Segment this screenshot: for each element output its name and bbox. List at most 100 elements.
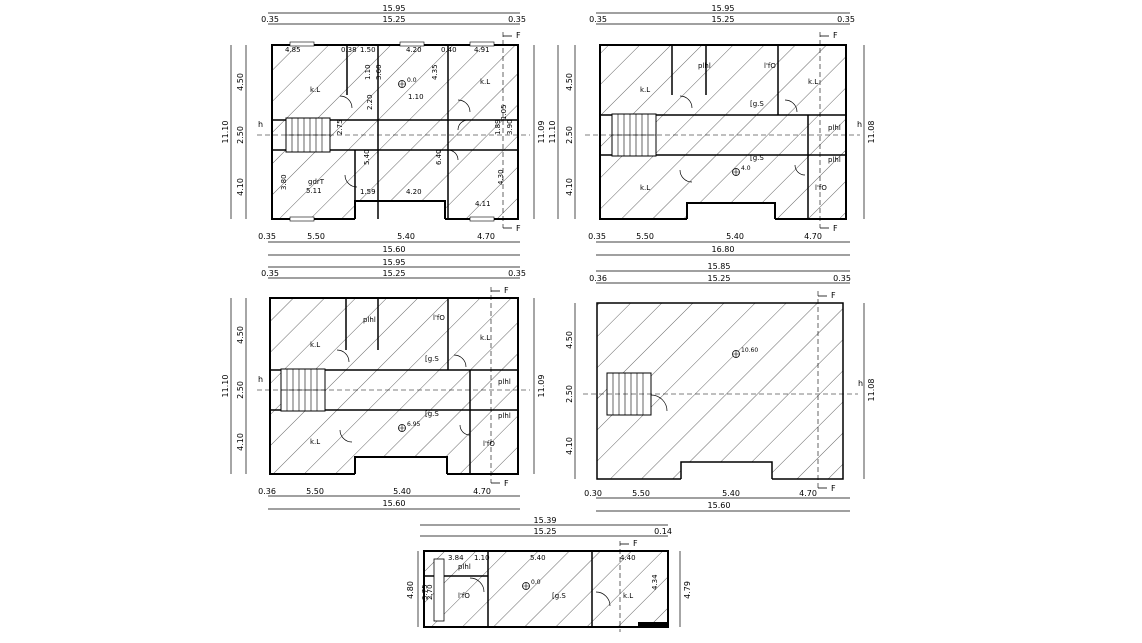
p1-label-5: 4.20 xyxy=(406,188,422,196)
p1-left-dim-1: 4.50 xyxy=(236,73,245,91)
p1-inner-top-4: 4.20 xyxy=(406,46,422,54)
p2-bottom-seg-3: 5.40 xyxy=(726,232,744,241)
p1-inner-top-3: 1.50 xyxy=(360,46,376,54)
p1-bottom-seg-4: 4.70 xyxy=(477,232,495,241)
p3-left-total: 11.10 xyxy=(221,375,230,398)
p4-top-left: 0.36 xyxy=(589,274,607,283)
p3-room-9: plhl xyxy=(498,412,511,420)
p1-label-17: 3.90 xyxy=(506,119,514,135)
p3-room-8: plhl xyxy=(498,378,511,386)
p2-room-1: k.L xyxy=(640,86,650,94)
p1-label-4: 5.40 xyxy=(363,149,371,165)
p2-room-6: [g.S xyxy=(750,100,764,108)
p3-room-10: l'fO xyxy=(483,440,495,448)
p2-section-mark-top: F xyxy=(833,31,838,40)
p4-left-dim-3: 4.10 xyxy=(565,437,574,455)
p3-room-7: [g.S xyxy=(425,410,439,418)
p1-label-15: 1.89 xyxy=(494,119,502,135)
p5-top-total: 15.39 xyxy=(534,516,557,525)
p1-label-13: 1.10 xyxy=(364,64,372,80)
p5-room-2: l'fO xyxy=(458,592,470,600)
p3-top-left: 0.35 xyxy=(261,269,279,278)
p4-left-dim-2: 2.50 xyxy=(565,385,574,403)
p5-room-4: k.L xyxy=(623,592,633,600)
p3-top-right: 0.35 xyxy=(508,269,526,278)
p1-room-3: gdrT xyxy=(308,178,325,186)
p4-bottom-seg-2: 5.50 xyxy=(632,489,650,498)
p4-right-total: 11.08 xyxy=(867,379,876,402)
p5-top-mid: 15.25 xyxy=(534,527,557,536)
p2-room-3: k.L xyxy=(808,78,818,86)
p2-right-total: 11.08 xyxy=(867,121,876,144)
p3-left-dim-2: 2.50 xyxy=(236,381,245,399)
p3-room-4: plhl xyxy=(363,316,376,324)
p5-label-3: 3.75 xyxy=(421,584,429,600)
plan-first-floor: 15.95 0.35 15.25 0.35 F F h k.L k.L k.L xyxy=(548,4,876,256)
p1-top-total: 15.95 xyxy=(383,4,406,13)
p4-left-dim-1: 4.50 xyxy=(565,331,574,349)
p3-section-mark-top: F xyxy=(504,286,509,295)
p2-left-dim-3: 4.10 xyxy=(565,178,574,196)
p1-section-mark-bottom: F xyxy=(516,224,521,233)
p1-bottom-total: 15.60 xyxy=(383,245,406,254)
p2-stair-mark: h xyxy=(857,120,862,129)
p3-bottom-seg-3: 5.40 xyxy=(393,487,411,496)
p1-label-11: 3.60 xyxy=(375,64,383,80)
p5-top-right: 0.14 xyxy=(654,527,672,536)
p2-bottom-seg-2: 5.50 xyxy=(636,232,654,241)
p1-left-total: 11.10 xyxy=(221,121,230,144)
p1-inner-top-5: 0.40 xyxy=(441,46,457,54)
p1-right-total: 11.09 xyxy=(537,121,546,144)
p1-section-mark-top: F xyxy=(516,31,521,40)
p1-left-dim-3: 4.10 xyxy=(236,178,245,196)
p3-room-3: k.L xyxy=(480,334,490,342)
p1-bottom-seg-3: 5.40 xyxy=(397,232,415,241)
p5-inner-top-4: 4.40 xyxy=(620,554,636,562)
p5-label-2: 4.34 xyxy=(651,574,659,590)
p1-bottom-seg-2: 5.50 xyxy=(307,232,325,241)
p2-left-dim-2: 2.50 xyxy=(565,126,574,144)
p2-top-left: 0.35 xyxy=(589,15,607,24)
p1-top-mid: 15.25 xyxy=(383,15,406,24)
p5-left-total: 4.80 xyxy=(406,581,415,599)
p2-bottom-seg-1: 0.35 xyxy=(588,232,606,241)
p3-right-total: 11.09 xyxy=(537,375,546,398)
p1-label-6: 4.30 xyxy=(497,169,505,185)
p2-left-dim-1: 4.50 xyxy=(565,73,574,91)
p3-bottom-total: 15.60 xyxy=(383,499,406,508)
p3-left-dim-3: 4.10 xyxy=(236,433,245,451)
p3-top-mid: 15.25 xyxy=(383,269,406,278)
p2-room-8: plhl xyxy=(828,124,841,132)
p1-elevation: 0.0 xyxy=(407,77,417,84)
p5-right-total: 4.79 xyxy=(683,581,692,599)
p4-top-mid: 15.25 xyxy=(708,274,731,283)
p4-section-mark-bottom: F xyxy=(831,484,836,493)
p4-elevation: 10.60 xyxy=(741,347,758,354)
plan-ground-floor: 15.95 0.35 15.25 0.35 xyxy=(221,4,546,256)
p5-inner-top-2: 1.10 xyxy=(474,554,490,562)
p3-elevation: 6.95 xyxy=(407,421,421,428)
p5-section-mark: F xyxy=(633,539,638,548)
p1-label-7: 4.11 xyxy=(475,200,491,208)
p2-room-9: plhl xyxy=(828,156,841,164)
p3-room-6: [g.S xyxy=(425,355,439,363)
p5-room-3: [g.S xyxy=(552,592,566,600)
p1-left-dim-2: 2.50 xyxy=(236,126,245,144)
p1-room-1: k.L xyxy=(310,86,320,94)
p1-inner-top-2: 0.38 xyxy=(341,46,357,54)
p1-label-16: 1.05 xyxy=(500,104,508,120)
p5-label-1: 2.70 xyxy=(426,584,434,600)
p2-top-total: 15.95 xyxy=(712,4,735,13)
p2-room-7: [g.S xyxy=(750,154,764,162)
p2-elevation: 4.0 xyxy=(741,165,751,172)
p3-left-dim-1: 4.50 xyxy=(236,326,245,344)
p4-top-right: 0.35 xyxy=(833,274,851,283)
p2-bottom-total: 16.80 xyxy=(712,245,735,254)
p2-bottom-seg-4: 4.70 xyxy=(804,232,822,241)
p1-label-3: 2.20 xyxy=(366,94,374,110)
p1-label-8: 3.80 xyxy=(280,174,288,190)
p4-top-total: 15.85 xyxy=(708,262,731,271)
p3-bottom-seg-1: 0.36 xyxy=(258,487,276,496)
p3-bottom-seg-4: 4.70 xyxy=(473,487,491,496)
